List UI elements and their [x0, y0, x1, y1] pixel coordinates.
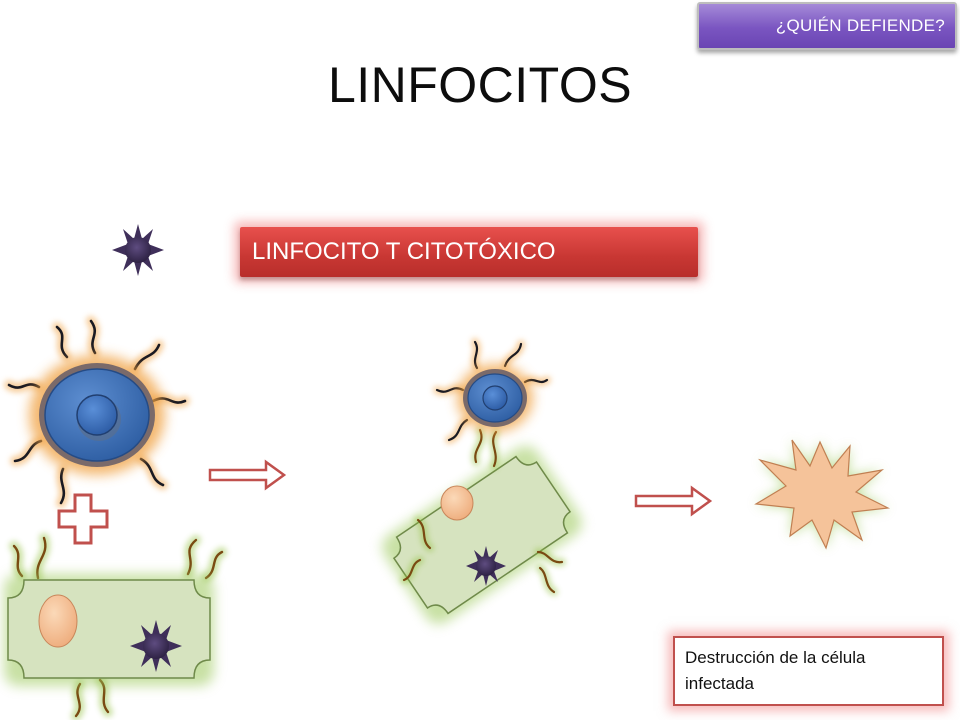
arrow-right-icon — [634, 485, 713, 517]
antigen-icon — [466, 546, 506, 586]
arrow-right-icon — [208, 459, 287, 491]
nucleus-icon — [440, 485, 474, 521]
receptor-strands — [400, 426, 566, 596]
infected-cell-icon — [4, 533, 227, 720]
cytotoxic-t-cell-label: LINFOCITO T CITOTÓXICO — [240, 227, 698, 277]
destroyed-cell-icon — [754, 439, 891, 550]
slide-title: LINFOCITOS — [327, 57, 633, 113]
result-note: Destrucción de la célula infectada — [673, 636, 944, 706]
cytotoxic-t-cell-icon — [4, 316, 190, 508]
cytotoxic-t-cell-icon — [433, 338, 551, 444]
antigen-icon — [112, 224, 164, 276]
infected-cell-icon — [382, 445, 582, 625]
quien-defiende-button[interactable]: ¿QUIÉN DEFIENDE? — [697, 2, 957, 50]
plus-icon — [57, 493, 109, 545]
